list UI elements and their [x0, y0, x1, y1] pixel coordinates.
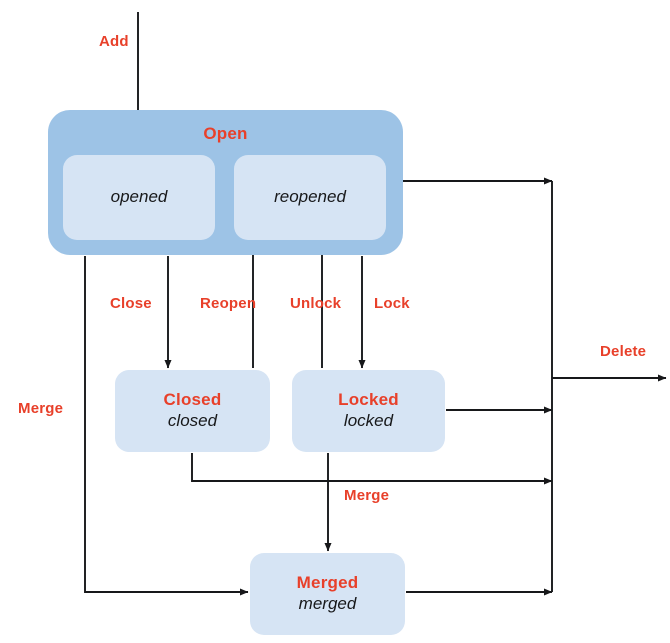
edge-label-add: Add — [99, 33, 129, 50]
state-closed[interactable]: Closed closed — [115, 370, 270, 452]
edge-merge-open — [84, 256, 249, 596]
state-reopened[interactable]: reopened — [234, 155, 386, 240]
edge-label-close: Close — [110, 295, 152, 312]
state-merged-event: merged — [298, 594, 357, 613]
state-opened[interactable]: opened — [63, 155, 215, 240]
state-closed-event: closed — [167, 411, 218, 430]
edge-label-merge-locked: Merge — [344, 487, 390, 504]
state-locked-event: locked — [343, 411, 394, 430]
state-merged[interactable]: Merged merged — [250, 553, 405, 635]
edge-closed-to-rail — [191, 453, 553, 485]
group-open-title: Open — [203, 124, 248, 143]
state-opened-event: opened — [110, 187, 168, 207]
edge-label-lock: Lock — [374, 295, 410, 312]
state-merged-title: Merged — [296, 573, 359, 593]
edge-label-reopen: Reopen — [200, 295, 257, 312]
state-reopened-event: reopened — [274, 187, 346, 207]
edge-label-unlock: Unlock — [290, 295, 342, 312]
edge-label-delete: Delete — [600, 343, 647, 360]
state-closed-title: Closed — [163, 390, 222, 410]
state-locked[interactable]: Locked locked — [292, 370, 445, 452]
state-locked-title: Locked — [338, 390, 399, 410]
edge-label-merge-open: Merge — [18, 400, 64, 417]
